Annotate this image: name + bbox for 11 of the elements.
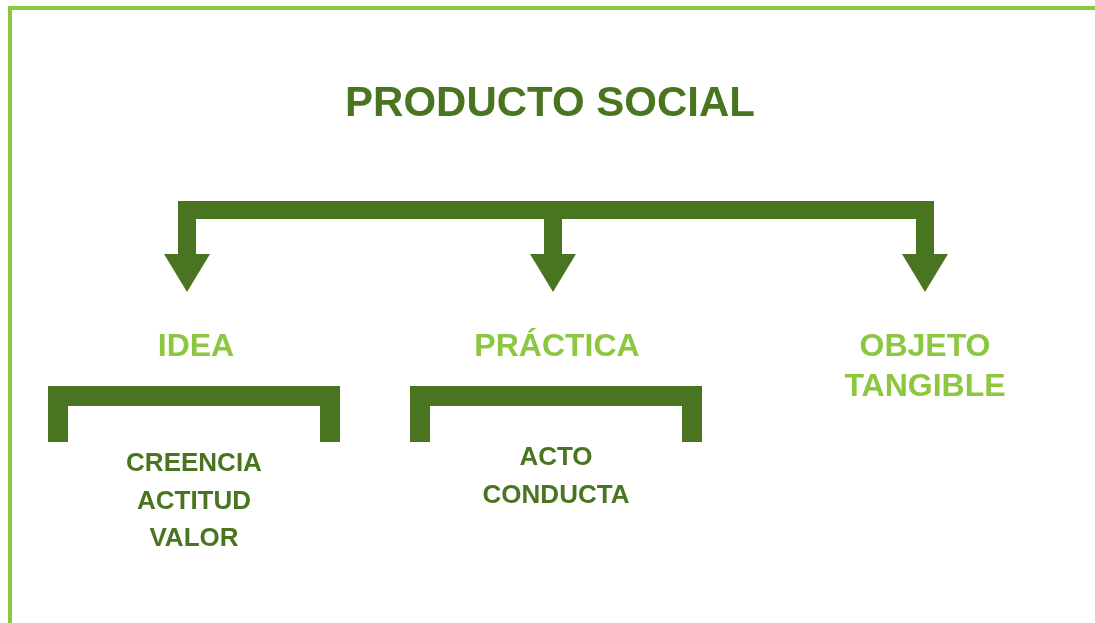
list-item: VALOR <box>149 521 239 555</box>
category-label: IDEA <box>157 326 235 365</box>
list-item: CREENCIA <box>126 446 262 479</box>
category-label: PRÁCTICA <box>474 326 640 365</box>
arrow <box>553 201 948 292</box>
arrow <box>164 201 553 292</box>
category-label: OBJETO TANGIBLE <box>843 326 1007 405</box>
list-item: CONDUCTA <box>482 477 630 511</box>
list-item: ACTO <box>519 440 593 473</box>
list-item: ACTITUD <box>136 483 252 517</box>
diagram-title: PRODUCTO SOCIAL <box>344 78 756 126</box>
